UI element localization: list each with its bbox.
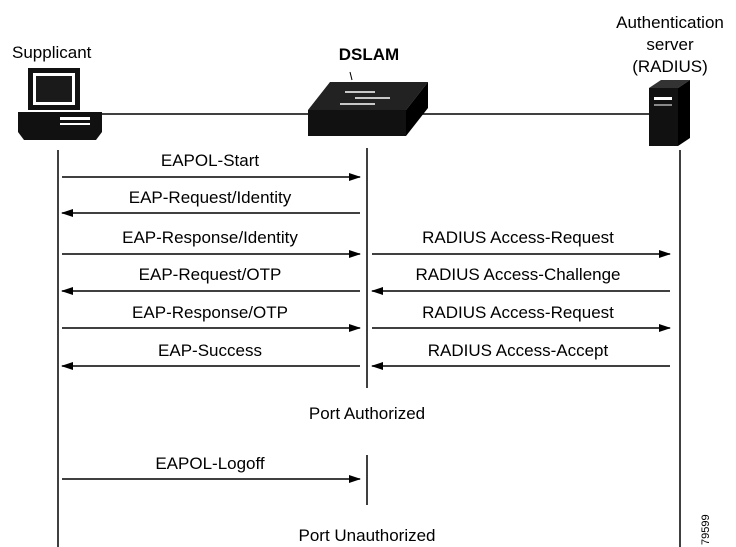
port-authorized-label: Port Authorized bbox=[308, 404, 426, 423]
msg-radius-access-request-1: RADIUS Access-Request bbox=[422, 228, 614, 247]
server-icon bbox=[649, 80, 690, 146]
pc-icon bbox=[18, 68, 102, 140]
msg-eapol-logoff: EAPOL-Logoff bbox=[155, 454, 265, 473]
msg-radius-access-request-2: RADIUS Access-Request bbox=[422, 303, 614, 322]
supplicant-label: Supplicant bbox=[12, 43, 92, 62]
msg-eapol-start: EAPOL-Start bbox=[160, 151, 260, 170]
msg-eap-response-otp: EAP-Response/OTP bbox=[132, 303, 288, 322]
msg-radius-access-accept: RADIUS Access-Accept bbox=[427, 341, 609, 360]
msg-eap-success: EAP-Success bbox=[158, 341, 262, 360]
figure-number: 79599 bbox=[700, 514, 712, 545]
auth-server-label-line2: server bbox=[646, 35, 694, 54]
auth-server-label-line3: (RADIUS) bbox=[632, 57, 708, 76]
msg-eap-request-otp: EAP-Request/OTP bbox=[138, 265, 282, 284]
msg-eap-request-identity: EAP-Request/Identity bbox=[128, 188, 292, 207]
dslam-switch-icon bbox=[308, 71, 428, 136]
auth-server-label-line1: Authentication bbox=[616, 13, 724, 32]
dslam-label: DSLAM bbox=[338, 45, 400, 64]
msg-eap-response-identity: EAP-Response/Identity bbox=[122, 228, 298, 247]
port-unauthorized-label: Port Unauthorized bbox=[298, 526, 436, 545]
msg-radius-access-challenge: RADIUS Access-Challenge bbox=[415, 265, 621, 284]
